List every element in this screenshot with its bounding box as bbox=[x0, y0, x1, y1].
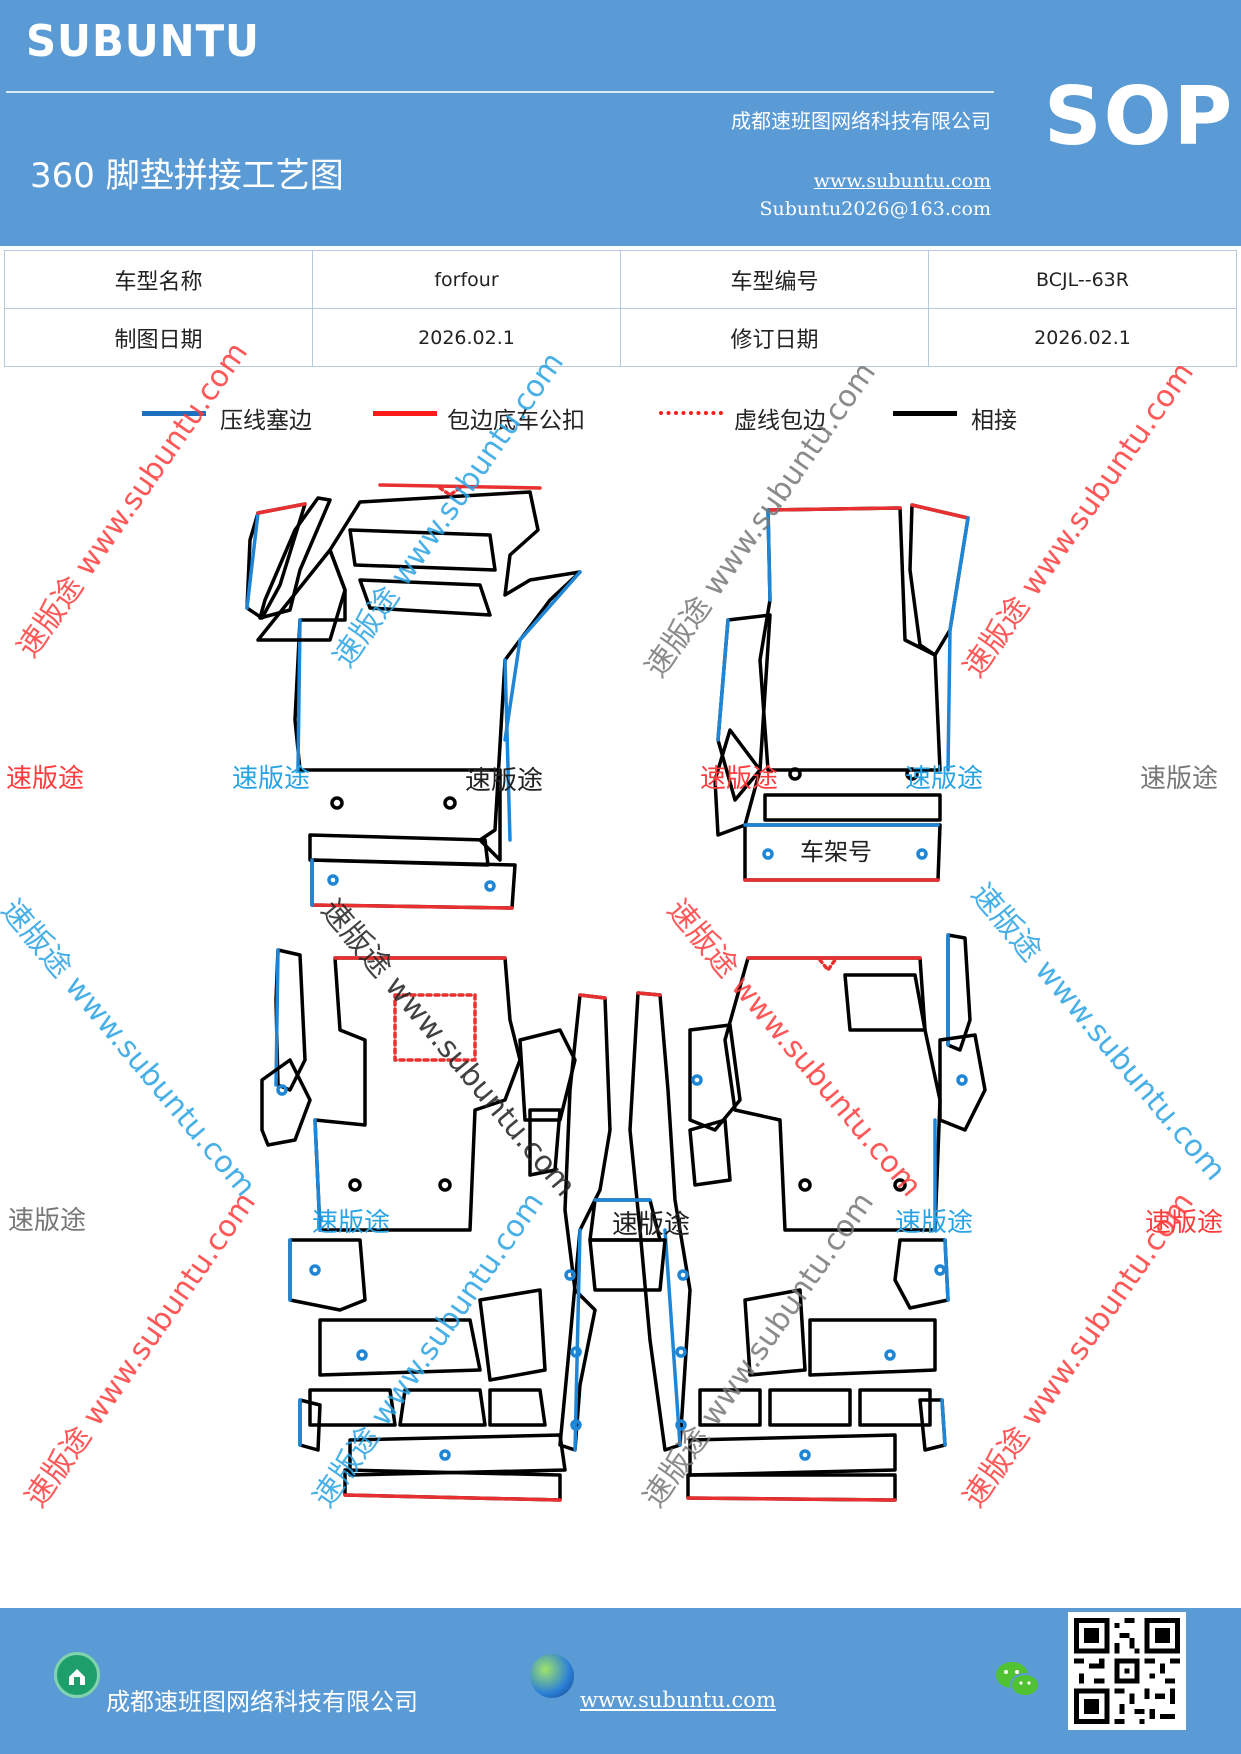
label-draw-date: 制图日期 bbox=[4, 308, 313, 367]
label-revision-date: 修订日期 bbox=[620, 308, 929, 367]
mat-piece bbox=[723, 956, 942, 1232]
mat-slot bbox=[256, 548, 347, 642]
mat-group-top-right bbox=[713, 503, 970, 882]
mat-group-top-left bbox=[245, 483, 582, 910]
mat-piece bbox=[858, 1388, 932, 1427]
value-draw-date: 2026.02.1 bbox=[312, 308, 621, 367]
mat-piece bbox=[686, 1473, 897, 1502]
mat-layout-svg bbox=[245, 483, 987, 1502]
mat-slot bbox=[843, 973, 927, 1032]
header: SUBUNTU SOP 成都速班图网络科技有限公司 360 脚垫拼接工艺图 ww… bbox=[0, 0, 1241, 246]
mat-piece bbox=[588, 1238, 667, 1292]
floor-mat-diagram: 车架号 速版途 速版途 速版途 速版途 速版途 速版途 速版途 速版途 速版途 … bbox=[0, 336, 1241, 1610]
mat-slot bbox=[348, 528, 497, 572]
mat-piece bbox=[258, 496, 332, 620]
mat-piece bbox=[293, 490, 582, 862]
mat-piece bbox=[713, 728, 762, 837]
mat-piece bbox=[938, 1033, 987, 1132]
globe-icon bbox=[530, 1654, 574, 1698]
mat-piece bbox=[308, 1388, 397, 1427]
value-model-code: BCJL--63R bbox=[928, 250, 1237, 309]
header-divider bbox=[6, 91, 994, 93]
footer-company: 成都速班图网络科技有限公司 bbox=[106, 1688, 418, 1716]
mat-piece bbox=[313, 956, 522, 1232]
legend-swatch-black bbox=[893, 411, 957, 416]
mat-piece bbox=[763, 793, 942, 822]
mat-piece bbox=[743, 1288, 807, 1377]
legend-label: 压线塞边 bbox=[220, 408, 312, 434]
mat-group-center-tunnel bbox=[558, 991, 692, 1452]
mat-piece bbox=[488, 1388, 547, 1427]
mat-piece bbox=[688, 1118, 732, 1187]
mat-slot bbox=[358, 578, 492, 617]
mat-piece bbox=[478, 1288, 547, 1382]
mat-piece bbox=[758, 506, 942, 772]
mat-piece bbox=[588, 1198, 662, 1242]
header-company: 成都速班图网络科技有限公司 bbox=[731, 109, 991, 133]
legend-swatch-dotted bbox=[659, 411, 723, 415]
mat-piece bbox=[743, 823, 942, 882]
value-model-name: forfour bbox=[312, 250, 621, 309]
mat-piece bbox=[528, 1108, 562, 1177]
mat-piece bbox=[288, 1238, 367, 1312]
mat-piece bbox=[688, 1023, 742, 1132]
mat-piece bbox=[260, 1058, 312, 1147]
vehicle-info-table: 车型名称 forfour 车型编号 BCJL--63R 制图日期 2026.02… bbox=[4, 250, 1237, 367]
table-row: 制图日期 2026.02.1 修订日期 2026.02.1 bbox=[4, 308, 1237, 367]
label-model-code: 车型编号 bbox=[620, 250, 929, 309]
legend-label: 虚线包边 bbox=[734, 408, 826, 434]
header-website-link[interactable]: www.subuntu.com bbox=[813, 170, 991, 192]
qr-code[interactable] bbox=[1068, 1612, 1186, 1730]
mat-group-bottom-right bbox=[686, 933, 987, 1502]
home-icon bbox=[54, 1652, 100, 1698]
mat-piece bbox=[628, 991, 692, 1452]
legend-label: 包边底车公扣 bbox=[447, 408, 585, 434]
document-title: 360 脚垫拼接工艺图 bbox=[30, 156, 344, 196]
legend: 压线塞边 包边底车公扣 虚线包边 相接 bbox=[0, 395, 1241, 435]
footer-website-link[interactable]: www.subuntu.com bbox=[580, 1688, 776, 1712]
mat-piece bbox=[558, 993, 612, 1452]
mat-piece bbox=[893, 1238, 950, 1310]
footer: 成都速班图网络科技有限公司 www.subuntu.com bbox=[0, 1608, 1241, 1754]
mat-piece bbox=[398, 1388, 487, 1427]
mat-piece bbox=[946, 933, 972, 1052]
table-row: 车型名称 forfour 车型编号 BCJL--63R bbox=[4, 250, 1237, 309]
mat-piece bbox=[768, 1388, 852, 1427]
mat-group-bottom-left bbox=[260, 948, 577, 1502]
legend-swatch-red bbox=[373, 411, 437, 416]
value-revision-date: 2026.02.1 bbox=[928, 308, 1237, 367]
header-email[interactable]: Subuntu2026@163.com bbox=[759, 198, 991, 220]
mat-piece bbox=[688, 1433, 897, 1477]
mat-piece bbox=[348, 1433, 567, 1477]
wechat-icon bbox=[994, 1658, 1042, 1702]
legend-swatch-blue bbox=[142, 411, 206, 416]
label-model-name: 车型名称 bbox=[4, 250, 313, 309]
brand-logo: SUBUNTU bbox=[26, 16, 260, 67]
mat-piece bbox=[698, 1388, 762, 1427]
mat-piece bbox=[318, 1318, 482, 1377]
mat-piece bbox=[808, 1318, 937, 1377]
legend-label: 相接 bbox=[971, 408, 1017, 434]
sop-label: SOP bbox=[1044, 70, 1235, 163]
mat-piece bbox=[518, 1028, 577, 1122]
